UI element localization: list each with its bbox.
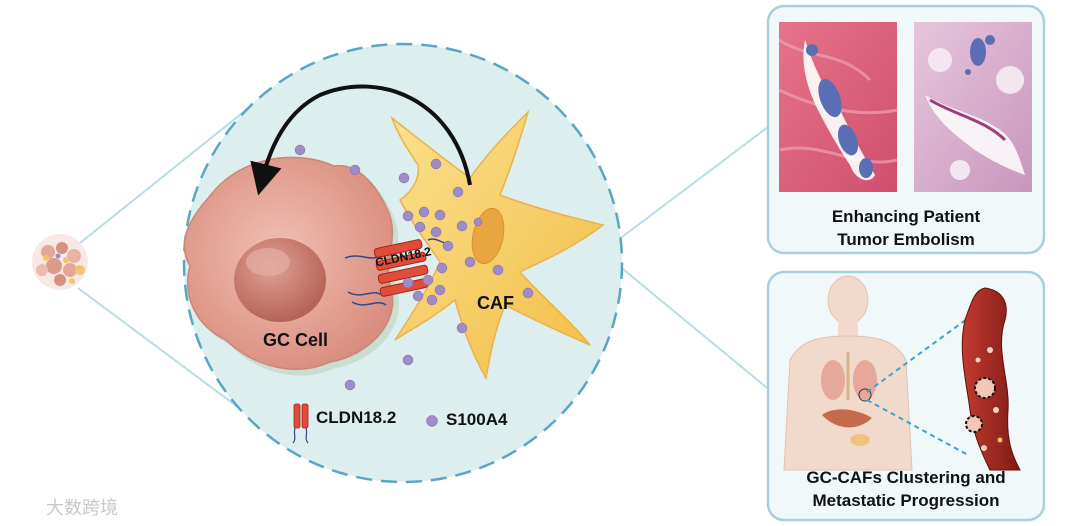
legend-receptor-icon <box>292 403 309 444</box>
legend-protein-label: S100A4 <box>446 410 508 429</box>
gc-cell-label: GC Cell <box>263 330 329 350</box>
panel-bottom-title-line1: GC-CAFs Clustering and <box>806 468 1006 487</box>
tumor-cluster-icon <box>32 234 88 290</box>
watermark: 大数跨境 <box>46 498 118 519</box>
secretion-arrow <box>250 84 472 196</box>
panel-top-title: Enhancing Patient Tumor Embolism <box>770 205 1042 251</box>
panel-top-title-line1: Enhancing Patient <box>831 207 981 226</box>
dashed-connector-top <box>866 307 983 393</box>
s100a4-proteins <box>294 144 534 391</box>
zoom-line-bottom-right <box>617 264 773 393</box>
zoom-line-top-right <box>617 123 773 241</box>
dashed-connector-bottom <box>866 399 969 456</box>
panel-bottom-title-line2: Metastatic Progression <box>812 491 1000 510</box>
caf-label: CAF <box>477 293 514 313</box>
histology-image-right <box>914 22 1032 192</box>
circulating-clusters <box>965 347 1003 451</box>
legend-protein-icon <box>426 415 438 427</box>
panel-bottom-title: GC-CAFs Clustering and Metastatic Progre… <box>770 466 1042 512</box>
legend-receptor-label: CLDN18.2 <box>316 408 397 427</box>
cldn182-receptor <box>344 238 451 306</box>
panel-top-title-line2: Tumor Embolism <box>837 230 975 249</box>
gc-nucleus-highlight <box>246 248 290 276</box>
histology-image-left <box>779 22 897 192</box>
